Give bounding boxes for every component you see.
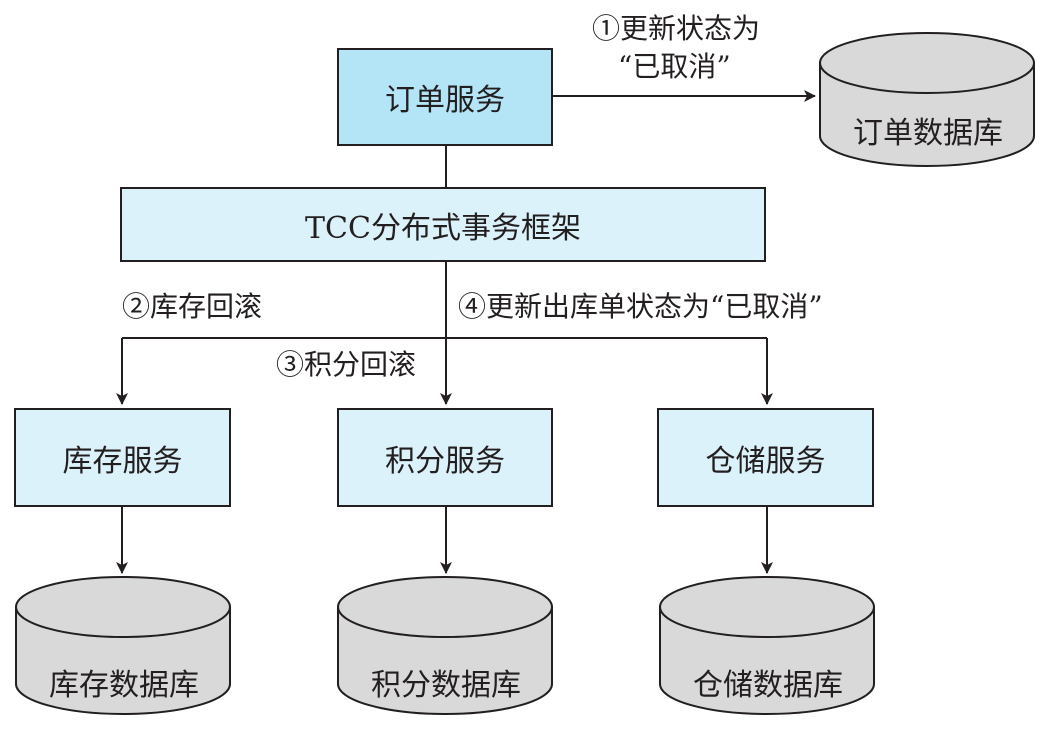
warehouse-service-box: 仓储服务 — [657, 408, 874, 507]
step3-label: ③积分回滚 — [276, 348, 417, 381]
inventory-db-cylinder — [15, 576, 231, 715]
order-service-box: 订单服务 — [337, 48, 553, 146]
step2-label: ②库存回滚 — [122, 290, 263, 323]
warehouse-db-cylinder — [659, 576, 875, 715]
step1-label-line2: “已取消” — [618, 50, 731, 83]
tcc-framework-box: TCC分布式事务框架 — [120, 187, 766, 262]
step1-label-line1: ①更新状态为 — [592, 12, 761, 45]
tcc-framework-label: TCC分布式事务框架 — [305, 210, 581, 246]
warehouse-db-label: 仓储数据库 — [693, 668, 843, 703]
points-db-cylinder — [337, 576, 553, 715]
inventory-db-label: 库存数据库 — [49, 668, 199, 703]
inventory-service-box: 库存服务 — [14, 408, 231, 507]
points-service-label: 积分服务 — [385, 443, 505, 479]
order-db-cylinder — [819, 32, 1035, 167]
points-db-label: 积分数据库 — [371, 668, 521, 703]
warehouse-service-label: 仓储服务 — [705, 443, 826, 479]
inventory-service-label: 库存服务 — [62, 443, 183, 479]
points-service-box: 积分服务 — [337, 408, 553, 507]
order-service-label: 订单服务 — [385, 83, 505, 118]
order-db-label: 订单数据库 — [853, 116, 1003, 151]
step4-label: ④更新出库单状态为“已取消” — [458, 290, 823, 323]
